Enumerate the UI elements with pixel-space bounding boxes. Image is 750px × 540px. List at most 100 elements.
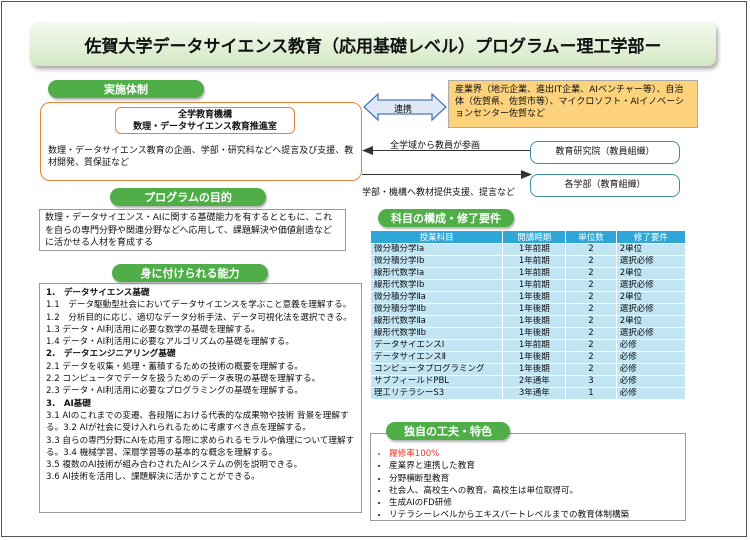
- faculty-arrow-head: [362, 146, 373, 155]
- feature-item: 分野横断型教育: [389, 473, 679, 485]
- skill-item: 2.1 データを収集・処理・蓄積するための技術の概要を理解する。: [46, 361, 304, 372]
- table-cell: 1年後期: [502, 351, 567, 364]
- unique-features-box: 履修率100%産業界と連携した教育分野横断型教育社会人、高校生への教育。高校生は…: [370, 433, 686, 521]
- table-cell: 2: [565, 315, 617, 328]
- skill-section-heading: 1. データサイエンス基礎: [46, 288, 150, 298]
- table-cell: 必修: [615, 363, 687, 376]
- skill-section-heading: 3. AI基礎: [46, 398, 91, 409]
- faculty-label: 全学域から教員が参画: [390, 141, 481, 151]
- table-cell: 微分積分学Ⅰb: [369, 255, 504, 268]
- link-label: 連携: [394, 105, 413, 115]
- table-cell: 1年後期: [502, 327, 567, 340]
- table-cell: 必修: [615, 375, 687, 388]
- materials-arrow-head: [521, 170, 532, 179]
- org-name-1: 全学教育機構: [177, 110, 232, 120]
- link-arrow: [363, 92, 447, 122]
- table-cell: 2単位: [615, 291, 687, 304]
- table-cell: 1年前期: [502, 267, 567, 280]
- skill-item: 3.6 AI技術を活用し、課題解決に活かすことができる。: [46, 472, 260, 483]
- table-cell: 線形代数学Ⅱa: [369, 315, 504, 328]
- table-cell: 線形代数学Ⅰa: [369, 267, 504, 280]
- table-cell: 1: [565, 387, 617, 400]
- table-cell: 2単位: [615, 243, 687, 256]
- feature-item: 履修率100%: [389, 448, 679, 460]
- table-cell: 2年通年: [502, 375, 567, 388]
- table-cell: 2: [565, 267, 617, 280]
- table-cell: 選択必修: [615, 279, 687, 292]
- table-cell: 必修: [615, 339, 687, 352]
- table-header-cell: 修了要件: [615, 230, 687, 244]
- skill-item: 3.3 自らの専門分野にAIを応用する際に求められるモラルや倫理について理解する…: [46, 435, 355, 458]
- skill-item: 2.2 コンピュータでデータを扱うためのデータ表現の基礎を理解する。: [46, 374, 321, 385]
- table-cell: 微分積分学Ⅱb: [369, 303, 504, 316]
- feature-item: 社会人、高校生への教育。高校生は単位取得可。: [389, 485, 679, 497]
- table-cell: 微分積分学Ⅱa: [369, 291, 504, 304]
- feature-item: 生成AIのFD研修: [389, 497, 679, 509]
- materials-label: 学部・機構へ教材提供支援、提言など: [362, 188, 516, 198]
- table-cell: 2単位: [615, 267, 687, 280]
- partner-box: 産業界（地元企業、進出IT企業、AIベンチャー等）、自治体（佐賀県、佐賀市等）、…: [448, 80, 698, 128]
- purpose-text: 数理・データサイエンス・AIに関する基礎能力を有するとともに、これを自らの専門分…: [39, 209, 346, 251]
- skill-item: 3.5 複数のAI技術が組み合わされたAIシステムの例を説明できる。: [46, 460, 303, 471]
- table-cell: データサイエンスⅡ: [369, 351, 504, 364]
- table-cell: サブフィールドPBL: [369, 375, 504, 388]
- table-cell: 1年前期: [502, 243, 567, 256]
- table-cell: 3: [565, 375, 617, 388]
- table-cell: 2: [565, 327, 617, 340]
- table-cell: 3年通年: [502, 387, 567, 400]
- skill-item: 1.3 データ・AI利活用に必要な数学の基礎を理解する。: [46, 324, 260, 335]
- skill-section-heading: 2. データエンジニアリング基礎: [46, 349, 176, 360]
- courses-heading: 科目の構成・修了要件: [378, 209, 514, 227]
- skills-heading: 身に付けられる能力: [112, 264, 268, 282]
- table-cell: 線形代数学Ⅰb: [369, 279, 504, 292]
- table-cell: 選択必修: [615, 255, 687, 268]
- table-cell: 2: [565, 303, 617, 316]
- table-cell: 1年後期: [502, 291, 567, 304]
- feature-item: 産業界と連携した教育: [389, 460, 679, 472]
- table-cell: 2: [565, 243, 617, 256]
- table-cell: 1年前期: [502, 279, 567, 292]
- table-cell: 2: [565, 291, 617, 304]
- table-cell: 微分積分学Ⅰa: [369, 243, 504, 256]
- table-cell: 線形代数学Ⅱb: [369, 327, 504, 340]
- table-cell: 1年後期: [502, 303, 567, 316]
- table-cell: 1年後期: [502, 315, 567, 328]
- table-cell: 2: [565, 255, 617, 268]
- table-cell: 1年前期: [502, 255, 567, 268]
- table-cell: 2: [565, 279, 617, 292]
- table-cell: 2: [565, 363, 617, 376]
- purpose-heading: プログラムの目的: [110, 188, 266, 206]
- table-cell: 選択必修: [615, 303, 687, 316]
- promotion-office-box: [40, 102, 362, 181]
- research-org-box: 教育研究院（教員組織）: [530, 141, 680, 164]
- implementation-heading: 実施体制: [48, 80, 204, 98]
- table-cell: 1年後期: [502, 363, 567, 376]
- skill-item: 2.3 データ・AI利活用に必要なプログラミングの基礎を理解する。: [46, 386, 303, 397]
- departments-box: 各学部（教育組織）: [530, 174, 680, 197]
- table-cell: 理工リテラシーS3: [369, 387, 504, 400]
- feature-item: リテラシーレベルからエキスパートレベルまでの教育体制構築: [389, 509, 679, 521]
- table-header-cell: 単位数: [565, 230, 617, 244]
- table-cell: 2: [565, 339, 617, 352]
- page-title: 佐賀大学データサイエンス教育（応用基礎レベル）プログラムー理工学部ー: [30, 22, 716, 66]
- table-cell: データサイエンスⅠ: [369, 339, 504, 352]
- unique-heading: 独自の工夫・特色: [386, 422, 510, 440]
- faculty-arrow-line: [372, 150, 530, 151]
- skill-item: 1.2 分析目的に応じ、適切なデータ分析手法、データ可視化法を選択できる。: [46, 312, 352, 323]
- table-cell: 必修: [615, 387, 687, 400]
- org-name-2: 数理・データサイエンス教育推進室: [133, 122, 277, 132]
